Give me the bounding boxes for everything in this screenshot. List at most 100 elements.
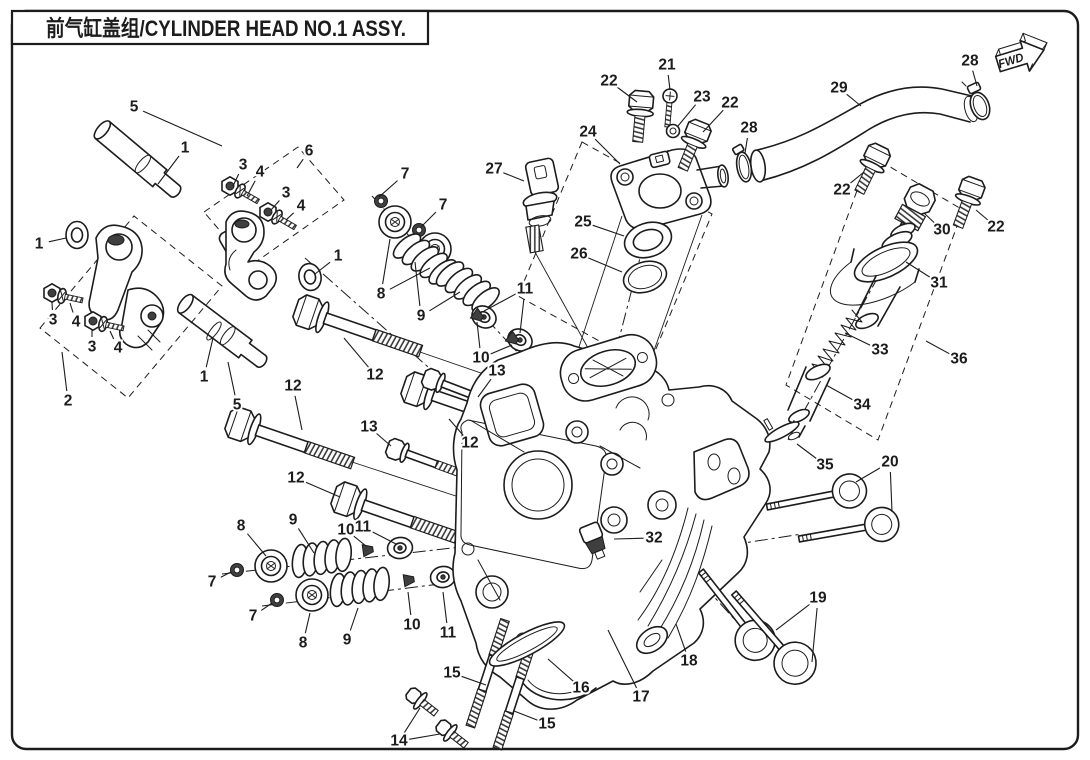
- leader-line-20: [889, 471, 893, 513]
- callout-label-7-61: 7: [249, 608, 258, 625]
- callout-label-14-55: 14: [390, 733, 408, 750]
- leader-line-19: [775, 603, 811, 631]
- part-exhaust-valve-19: [730, 590, 817, 685]
- part-tensioner-body-31: [829, 222, 920, 330]
- callout-label-12-18: 12: [287, 470, 304, 487]
- part-seal-7: [374, 194, 388, 208]
- callout-label-2-13: 2: [64, 393, 73, 410]
- leader-line-11: [442, 591, 448, 624]
- callout-label-10-27: 10: [472, 350, 489, 367]
- part-hose-clamp-28: [731, 143, 753, 183]
- leader-line-30: [923, 212, 936, 224]
- callout-label-15-54: 15: [538, 716, 556, 733]
- callout-label-22-39: 22: [833, 182, 850, 199]
- part-intake-valve-20: [765, 473, 868, 511]
- part-seal-7: [230, 563, 244, 577]
- leader-line-3: [232, 173, 240, 187]
- leader-line-27: [503, 172, 525, 182]
- leader-line-22: [616, 86, 638, 103]
- callout-label-8-62: 8: [299, 635, 308, 652]
- callout-label-11-26: 11: [517, 281, 534, 298]
- leader-line-20: [855, 466, 882, 483]
- leader-line-10: [476, 321, 481, 349]
- exploded-view: [39, 81, 991, 754]
- callout-label-36-44: 36: [950, 351, 968, 368]
- part-oring-25: [623, 221, 673, 259]
- callout-label-17-51: 17: [632, 689, 649, 706]
- callout-label-6-4: 6: [305, 143, 314, 160]
- leader-line-25: [592, 224, 625, 237]
- leader-line-13: [477, 378, 492, 398]
- callout-label-3-9: 3: [49, 312, 58, 329]
- callout-label-12-16: 12: [284, 378, 301, 395]
- leader-line-16: [547, 658, 574, 682]
- leader-line-31: [905, 261, 931, 279]
- callout-label-16-52: 16: [572, 680, 590, 697]
- part-spark-plug-32: [578, 521, 606, 560]
- callout-label-12-17: 12: [366, 367, 383, 384]
- callout-label-8-24: 8: [377, 286, 386, 303]
- axis-line: [304, 257, 446, 383]
- leader-line-8: [389, 267, 431, 290]
- leader-line-28: [744, 137, 748, 154]
- callout-label-29-37: 29: [830, 80, 848, 97]
- callout-label-5-15: 5: [233, 397, 242, 414]
- callout-label-3-5: 3: [282, 185, 291, 202]
- callout-label-7-23: 7: [439, 197, 448, 214]
- part-rocker-arm-intake: [218, 210, 278, 301]
- callout-label-22-32: 22: [600, 73, 617, 90]
- callout-label-28-38: 28: [961, 53, 979, 70]
- leader-line-28: [972, 70, 978, 87]
- group-box-6: [203, 146, 345, 267]
- callout-label-9-63: 9: [343, 632, 352, 649]
- leader-line-9: [429, 291, 461, 312]
- leader-line-10: [489, 344, 513, 355]
- leader-line-5: [142, 110, 223, 147]
- leader-line-22: [975, 209, 989, 221]
- leader-line-8: [304, 612, 311, 634]
- callout-label-9-25: 9: [417, 308, 426, 325]
- callout-label-28-36: 28: [740, 120, 758, 137]
- callout-label-1-8: 1: [334, 248, 343, 265]
- leader-line-26: [587, 257, 623, 273]
- leader-line-22: [849, 171, 865, 185]
- callout-label-11-65: 11: [440, 625, 457, 642]
- callout-label-3-2: 3: [239, 157, 248, 174]
- leader-line-35: [796, 443, 818, 460]
- callout-label-1-7: 1: [35, 236, 44, 253]
- part-temp-sensor-27: [522, 157, 560, 254]
- part-spring-seat-8: [254, 549, 288, 583]
- fwd-indicator: FWD: [994, 32, 1048, 73]
- projection-line: [644, 214, 703, 377]
- leader-line-2: [61, 351, 68, 392]
- callout-label-13-21: 13: [488, 363, 506, 380]
- leader-line-29: [846, 93, 862, 107]
- leader-line-12: [304, 481, 341, 498]
- leader-line-23: [677, 104, 697, 127]
- part-washer-1: [65, 220, 89, 250]
- part-spring-seat-8: [295, 578, 329, 612]
- leader-line-8: [382, 238, 391, 285]
- callout-label-3-11: 3: [88, 339, 97, 356]
- callout-label-19-48: 19: [809, 590, 827, 607]
- callout-label-9-57: 9: [289, 512, 298, 529]
- part-hose-clamp-28: [961, 81, 991, 121]
- leader-line-14: [408, 733, 441, 740]
- part-gasket-26: [622, 260, 668, 294]
- callout-label-4-12: 4: [114, 340, 123, 357]
- callout-label-26-31: 26: [570, 246, 588, 263]
- part-rocker-arm-exhaust: [88, 224, 165, 351]
- part-spring-seat-8: [378, 205, 412, 239]
- part-water-hose-29: [749, 86, 979, 183]
- callout-label-1-14: 1: [200, 369, 209, 386]
- leader-line-11: [519, 298, 525, 334]
- leader-line-9: [297, 528, 315, 554]
- leader-line-9: [414, 261, 421, 307]
- leader-line-1: [48, 237, 67, 243]
- page-title: 前气缸盖组/CYLINDER HEAD NO.1 ASSY.: [46, 16, 406, 41]
- leader-line-14: [403, 707, 421, 733]
- callout-label-10-64: 10: [403, 617, 420, 634]
- leader-line-4: [246, 180, 256, 197]
